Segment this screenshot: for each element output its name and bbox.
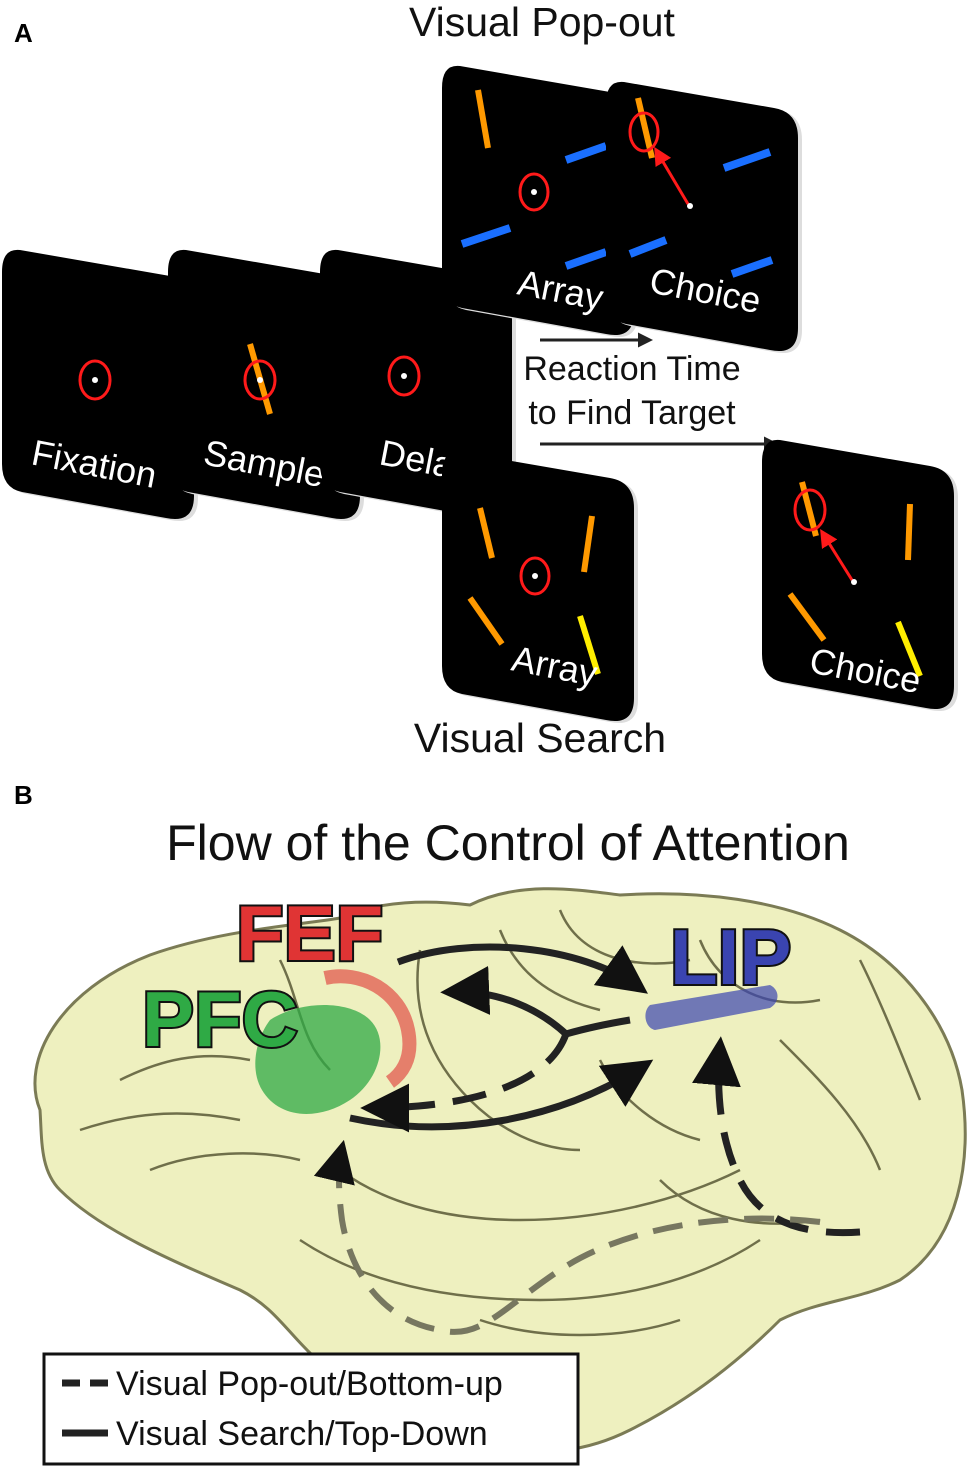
lip-label: LIP [670, 913, 791, 1001]
fef-region [323, 969, 417, 1088]
search-target-bar [477, 507, 495, 559]
lip-region [645, 985, 778, 1030]
orange-bar [787, 592, 827, 642]
rt-text-line1: Reaction Time [523, 350, 740, 388]
yellow-bar [895, 620, 923, 678]
legend-solid-label: Visual Search/Top-Down [116, 1415, 488, 1453]
lip-split-stem [565, 1016, 631, 1038]
popout-choice-screen: Choice [606, 81, 802, 354]
orange-bar [581, 515, 595, 573]
flow-arrows [349, 943, 861, 1237]
lip-to-pfc-dashed [360, 1032, 570, 1133]
bottom-up-to-lip-dashed [692, 1036, 861, 1237]
array-ring [518, 172, 550, 212]
legend-dashed-label: Visual Pop-out/Bottom-up [116, 1365, 503, 1403]
search-choice-screen: Choice [762, 439, 958, 712]
fef-label: FEF [236, 889, 383, 977]
blue-bar [628, 236, 668, 258]
sample-point [257, 377, 263, 383]
yellow-bar [577, 615, 601, 675]
search-ring [519, 556, 551, 596]
search-title: Visual Search [414, 715, 666, 761]
array-point [531, 189, 537, 195]
blue-bar [730, 256, 774, 278]
ventral-bottom-up-arrow [313, 1139, 821, 1335]
choice-ring [793, 488, 827, 532]
fixation-screen: Fixation [2, 249, 198, 522]
legend-box [42, 1352, 580, 1466]
fixation-ring [78, 359, 112, 401]
delay-ring [387, 355, 421, 397]
saccade-arrow [654, 146, 690, 205]
fef-to-lip-solid [396, 943, 648, 994]
panel-b-title: Flow of the Control of Attention [166, 815, 850, 871]
pfc-label: PFC [142, 975, 298, 1063]
panel-a-letter: A [14, 18, 33, 48]
sample-ring [243, 359, 277, 401]
blue-bar [564, 142, 608, 164]
orange-bar [905, 503, 913, 561]
choice-point [851, 579, 857, 585]
popout-target-bar [475, 89, 491, 149]
sample-screen: Sample [168, 249, 364, 522]
legend: Visual Pop-out/Bottom-up Visual Search/T… [42, 1352, 580, 1466]
blue-bar [564, 248, 608, 270]
popout-title: Visual Pop-out [409, 0, 676, 45]
choice-ring [628, 111, 660, 153]
fixation-point [92, 377, 98, 383]
pfc-region [255, 1005, 381, 1114]
popout-array-screen: Array [442, 65, 638, 338]
lip-to-fef-solid [440, 965, 569, 1037]
panel-b-letter: B [14, 780, 33, 810]
search-point [532, 573, 538, 579]
blue-bar [460, 224, 512, 248]
orange-bar [467, 596, 505, 646]
rt-text-line2: to Find Target [528, 394, 736, 432]
blue-bar [722, 148, 772, 172]
monkey-brain [33, 887, 967, 1453]
choice-point [687, 203, 693, 209]
saccade-arrow [820, 528, 854, 581]
search-array-screen: Array [442, 451, 638, 724]
delay-point [401, 373, 407, 379]
